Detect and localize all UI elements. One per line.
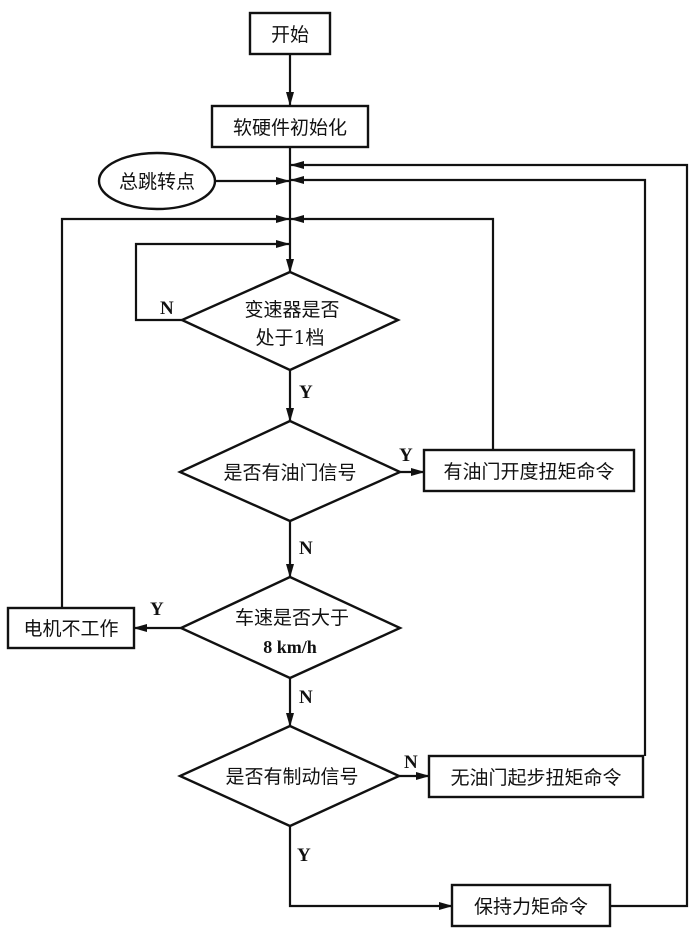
init-label: 软硬件初始化: [233, 117, 347, 139]
edge-motor-off-return: [60, 215, 290, 608]
speed-line2: 8 km/h: [263, 637, 317, 657]
speed-line1: 车速是否大于: [235, 607, 349, 629]
hold-cmd-label: 保持力矩命令: [474, 896, 588, 918]
label-brake-no: N: [404, 752, 418, 773]
node-start: 开始: [248, 11, 332, 56]
start-cmd-label: 无油门起步扭矩命令: [450, 767, 621, 789]
edge-throttle-cmd-return: [290, 215, 495, 450]
edge-start-cmd-return: [290, 176, 647, 756]
label-throttle-yes: Y: [399, 445, 413, 466]
node-gear: 变速器是否 处于1档: [179, 270, 401, 372]
label-brake-yes: Y: [297, 845, 311, 866]
node-motor-off: 电机不工作: [6, 606, 136, 650]
node-init: 软硬件初始化: [210, 104, 370, 149]
edge-gear-no-loop: [134, 240, 290, 322]
connectors: [60, 54, 689, 910]
node-start-cmd: 无油门起步扭矩命令: [427, 754, 645, 799]
gear-line2: 处于1档: [255, 327, 324, 349]
label-speed-yes: Y: [150, 599, 164, 620]
throttle-cmd-label: 有油门开度扭矩命令: [443, 461, 614, 483]
edge-labels: N Y Y N Y N N Y: [150, 298, 418, 866]
node-throttle: 是否有油门信号: [177, 419, 403, 523]
brake-label: 是否有制动信号: [225, 766, 358, 788]
motor-off-label: 电机不工作: [23, 618, 118, 640]
node-speed: 车速是否大于 8 km/h: [178, 575, 403, 680]
node-throttle-cmd: 有油门开度扭矩命令: [422, 448, 636, 493]
jump-label: 总跳转点: [119, 171, 195, 193]
label-gear-yes: Y: [299, 382, 313, 403]
edge-hold-cmd-return: [290, 161, 689, 908]
label-throttle-no: N: [299, 538, 313, 559]
label-gear-no: N: [160, 298, 174, 319]
node-jump: 总跳转点: [97, 151, 217, 211]
node-brake: 是否有制动信号: [177, 724, 402, 828]
throttle-label: 是否有油门信号: [223, 462, 356, 484]
node-hold-cmd: 保持力矩命令: [450, 883, 612, 928]
edge-brake-yes: [288, 826, 453, 910]
gear-line1: 变速器是否: [244, 299, 339, 321]
start-label: 开始: [271, 24, 309, 46]
label-speed-no: N: [299, 687, 313, 708]
